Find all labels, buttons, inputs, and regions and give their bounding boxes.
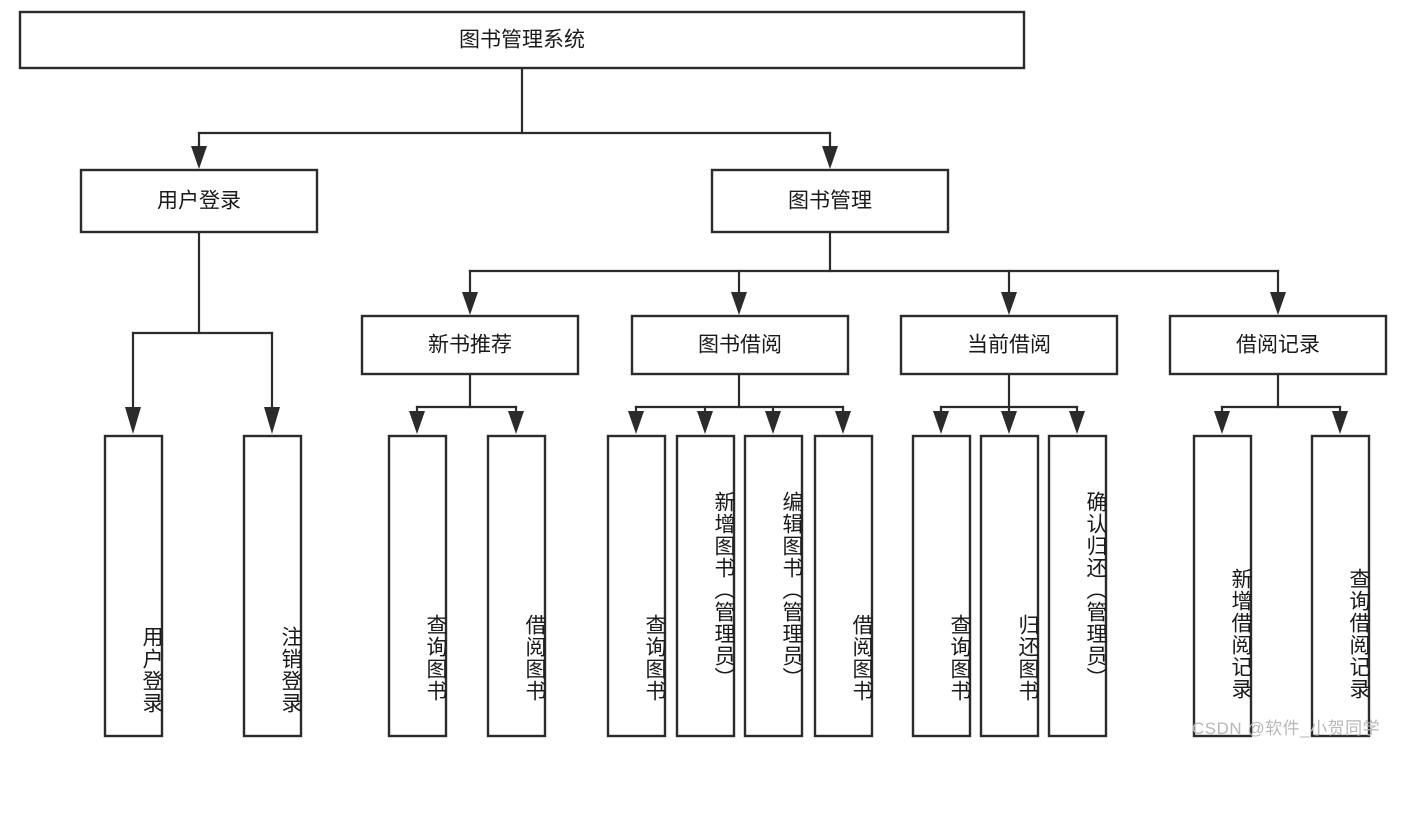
leaf-label-current-borrow-1: 归还图书 — [1016, 614, 1039, 702]
connector-borrow-record-to-leaves — [1214, 372, 1348, 434]
leaf-label-user-login-0: 用户登录 — [140, 626, 163, 714]
connector-book-borrow-to-leaves — [628, 372, 851, 434]
leaf-box-new-book-rec-1[interactable] — [486, 434, 547, 738]
leaf-label-book-borrow-1: 新增图书（管理员） — [712, 491, 735, 689]
connector-root-to-level2 — [191, 67, 838, 169]
node-root[interactable]: 图书管理系统 — [18, 10, 1026, 70]
leaf-label-new-book-rec-1: 借阅图书 — [523, 614, 546, 702]
node-borrow-record-label: 借阅记录 — [1236, 334, 1320, 357]
connector-book-manage-to-level3 — [462, 231, 1286, 315]
leaf-box-book-borrow-2[interactable] — [743, 434, 804, 738]
leaf-label-book-borrow-0: 查询图书 — [643, 614, 666, 702]
node-book-manage[interactable]: 图书管理 — [710, 168, 950, 234]
leaf-box-book-borrow-3[interactable] — [813, 434, 874, 738]
leaf-label-borrow-record-1: 查询借阅记录 — [1347, 568, 1370, 700]
diagram-canvas: 图书管理系统 用户登录 图书管理 新书推荐 图书借阅 当前借阅 借阅记录 — [18, 10, 1388, 738]
leaf-box-user-login-0[interactable] — [103, 434, 164, 738]
node-borrow-record[interactable]: 借阅记录 — [1168, 314, 1388, 376]
leaf-label-current-borrow-0: 查询图书 — [948, 614, 971, 702]
leaf-label-book-borrow-2: 编辑图书（管理员） — [780, 491, 803, 689]
node-current-borrow-label: 当前借阅 — [967, 334, 1051, 357]
leaf-box-book-borrow-1[interactable] — [675, 434, 736, 738]
leaf-box-user-login-1[interactable] — [242, 434, 303, 738]
leaf-box-current-borrow-1[interactable] — [979, 434, 1040, 738]
leaf-label-new-book-rec-0: 查询图书 — [424, 614, 447, 702]
connector-current-borrow-to-leaves — [933, 372, 1085, 434]
leaf-box-current-borrow-2[interactable] — [1047, 434, 1108, 738]
leaf-box-current-borrow-0[interactable] — [911, 434, 972, 738]
node-new-book-rec-label: 新书推荐 — [428, 334, 512, 357]
leaf-box-book-borrow-0[interactable] — [606, 434, 667, 738]
csdn-watermark: CSDN @软件_小贺同学 — [1192, 719, 1381, 738]
leaf-box-borrow-record-1[interactable] — [1310, 434, 1371, 738]
connector-user-login-to-leaves — [125, 231, 280, 434]
node-user-login[interactable]: 用户登录 — [79, 168, 319, 234]
connector-new-book-rec-to-leaves — [409, 372, 524, 434]
leaf-label-borrow-record-0: 新增借阅记录 — [1229, 568, 1252, 700]
leaf-label-current-borrow-2: 确认归还（管理员） — [1084, 491, 1107, 689]
leaf-label-book-borrow-3: 借阅图书 — [850, 614, 873, 702]
node-book-borrow[interactable]: 图书借阅 — [630, 314, 850, 376]
node-user-login-label: 用户登录 — [157, 190, 241, 213]
leaf-box-borrow-record-0[interactable] — [1192, 434, 1253, 738]
node-current-borrow[interactable]: 当前借阅 — [899, 314, 1119, 376]
node-new-book-rec[interactable]: 新书推荐 — [360, 314, 580, 376]
leaf-box-new-book-rec-0[interactable] — [387, 434, 448, 738]
leaf-label-user-login-1: 注销登录 — [279, 626, 302, 714]
node-book-borrow-label: 图书借阅 — [698, 334, 782, 357]
node-book-manage-label: 图书管理 — [788, 190, 872, 213]
tree-diagram-svg: 图书管理系统 用户登录 图书管理 新书推荐 图书借阅 当前借阅 借阅记录 — [18, 10, 1388, 738]
node-root-label: 图书管理系统 — [459, 29, 585, 52]
